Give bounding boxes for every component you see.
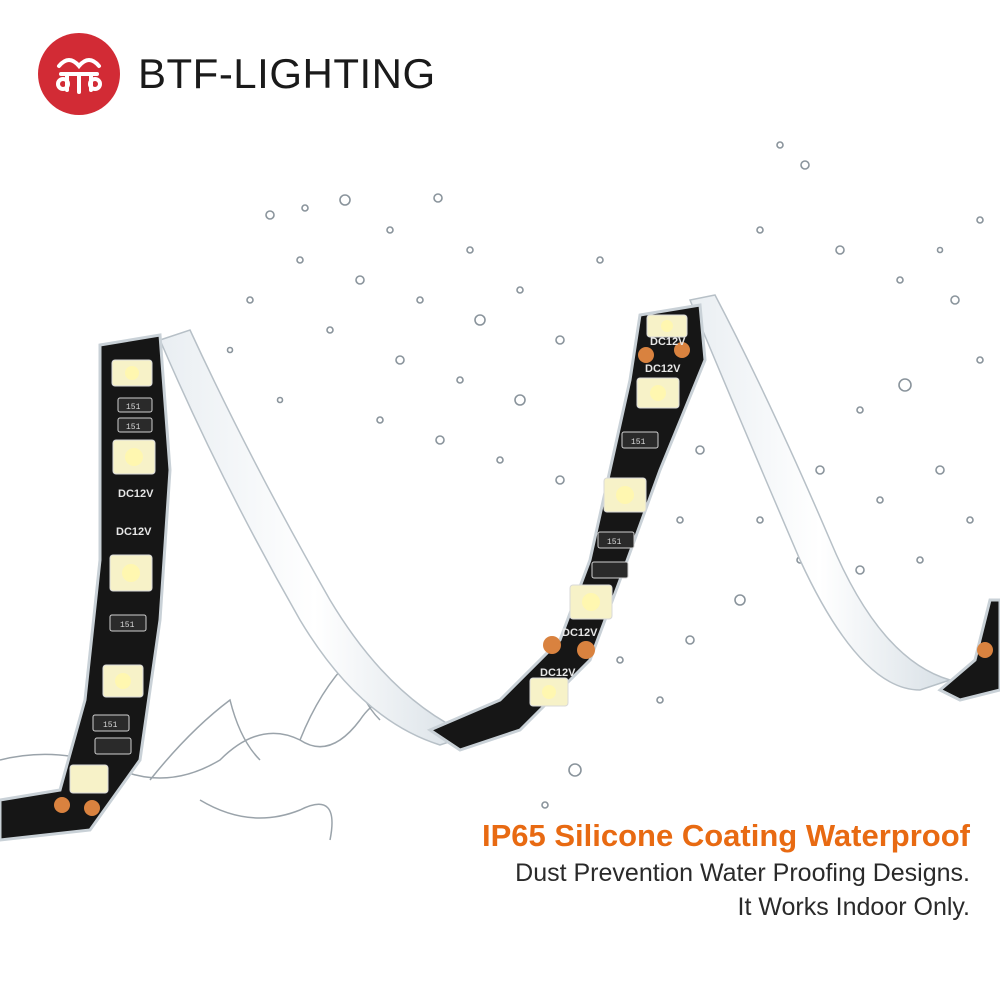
voltage-label: DC12V	[118, 488, 154, 500]
resistor-label: 151	[126, 423, 141, 432]
feature-caption: IP65 Silicone Coating Waterproof Dust Pr…	[482, 816, 970, 924]
resistor-label: 151	[607, 538, 622, 547]
resistor-label: 151	[631, 438, 646, 447]
led-strip-right	[426, 303, 1000, 752]
resistors	[92, 397, 659, 755]
brand-header: BTF-LIGHTING	[38, 33, 436, 115]
water-droplets	[226, 141, 984, 809]
resistor-label: 151	[120, 621, 135, 630]
voltage-label: DC12V	[645, 363, 681, 375]
voltage-label: DC12V	[116, 526, 152, 538]
brand-logo	[38, 33, 120, 115]
feature-title: IP65 Silicone Coating Waterproof	[481, 818, 970, 853]
led-chips	[69, 314, 688, 794]
resistor-label: 151	[126, 403, 141, 412]
voltage-label: DC12V	[650, 336, 686, 348]
resistor-label: 151	[103, 721, 118, 730]
feature-description: Dust Prevention Water Proofing Designs.	[515, 859, 970, 887]
solder-pads	[54, 342, 993, 816]
voltage-label: DC12V	[540, 667, 576, 679]
voltage-label: DC12V	[562, 627, 598, 639]
logo-mark-icon	[56, 58, 102, 94]
feature-note: It Works Indoor Only.	[737, 893, 970, 921]
brand-name: BTF-LIGHTING	[138, 50, 436, 97]
